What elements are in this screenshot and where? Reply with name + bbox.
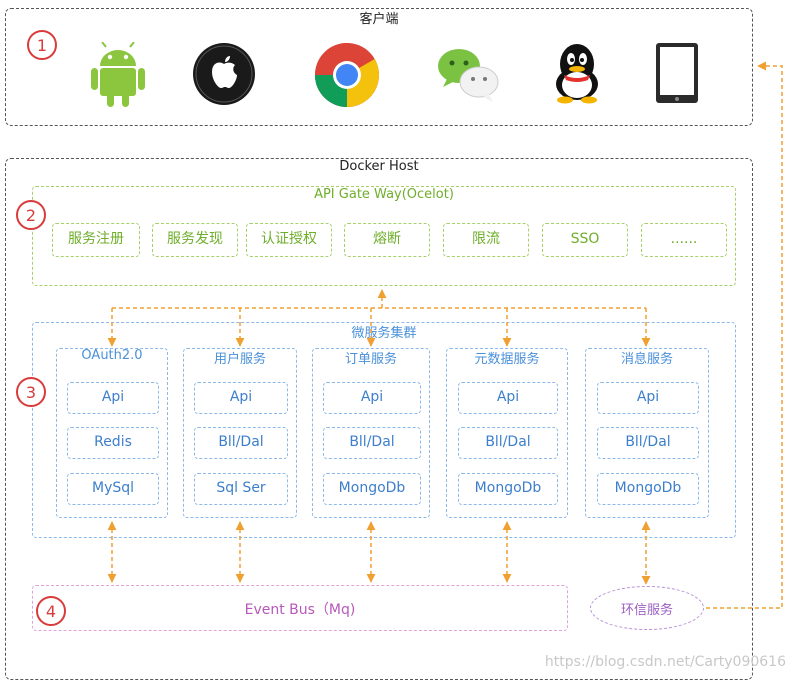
messaging-service-ellipse (590, 586, 704, 630)
service-title: 消息服务 (620, 352, 673, 367)
service-item: Bll/Dal (194, 427, 288, 459)
service-item: Bll/Dal (597, 427, 699, 459)
service-box: OAuth2.0 Api Redis MySql (56, 348, 168, 518)
docker-host-title: Docker Host (339, 159, 419, 174)
service-item: Api (67, 382, 159, 414)
service-title: 元数据服务 (474, 352, 540, 367)
service-box: 元数据服务 Api Bll/Dal MongoDb (446, 348, 568, 518)
gateway-box (32, 186, 736, 286)
service-item: Api (458, 382, 558, 414)
docker-host-box (5, 158, 753, 680)
apple-icon (193, 43, 255, 105)
service-item: Api (597, 382, 699, 414)
gateway-item-circuit-breaker: 熔断 (344, 223, 430, 257)
tablet-icon (656, 43, 698, 103)
service-item: Redis (67, 427, 159, 459)
service-box: 消息服务 Api Bll/Dal MongoDb (585, 348, 709, 518)
service-box: 订单服务 Api Bll/Dal MongoDb (312, 348, 430, 518)
messaging-service-label: 环信服务 (620, 603, 673, 618)
chrome-icon (315, 43, 379, 107)
qq-icon (556, 44, 598, 104)
android-icon (91, 42, 145, 107)
gateway-item-sso: SSO (542, 223, 628, 257)
service-item: MongoDb (597, 473, 699, 505)
microservice-cluster-box (32, 322, 736, 538)
watermark: https://blog.csdn.net/Carty090616 (544, 654, 786, 670)
number-2-badge: 2 (16, 200, 46, 230)
wechat-icon (438, 49, 499, 102)
service-item: Sql Ser (194, 473, 288, 505)
gateway-item-register: 服务注册 (52, 223, 140, 257)
service-item: MongoDb (458, 473, 558, 505)
number-3-badge: 3 (16, 377, 46, 407)
event-bus-box (32, 585, 568, 631)
client-title: 客户端 (359, 12, 399, 27)
service-item: Api (323, 382, 421, 414)
number-4-badge: 4 (36, 596, 66, 626)
gateway-title: API Gate Way(Ocelot) (314, 187, 454, 202)
gateway-item-discovery: 服务发现 (152, 223, 238, 257)
gateway-item-auth: 认证授权 (246, 223, 332, 257)
gateway-item-rate-limit: 限流 (443, 223, 529, 257)
service-item: Api (194, 382, 288, 414)
service-box: 用户服务 Api Bll/Dal Sql Ser (183, 348, 297, 518)
service-title: 用户服务 (213, 352, 266, 367)
service-item: Bll/Dal (458, 427, 558, 459)
event-bus-title: Event Bus（Mq) (244, 602, 356, 618)
service-title: 订单服务 (344, 352, 397, 367)
service-title: OAuth2.0 (81, 348, 143, 363)
client-box (5, 8, 753, 126)
service-item: MongoDb (323, 473, 421, 505)
number-1-badge: 1 (27, 30, 57, 60)
service-item: MySql (67, 473, 159, 505)
microservice-cluster-title: 微服务集群 (351, 326, 417, 341)
gateway-item-more: ...... (641, 223, 727, 257)
service-item: Bll/Dal (323, 427, 421, 459)
